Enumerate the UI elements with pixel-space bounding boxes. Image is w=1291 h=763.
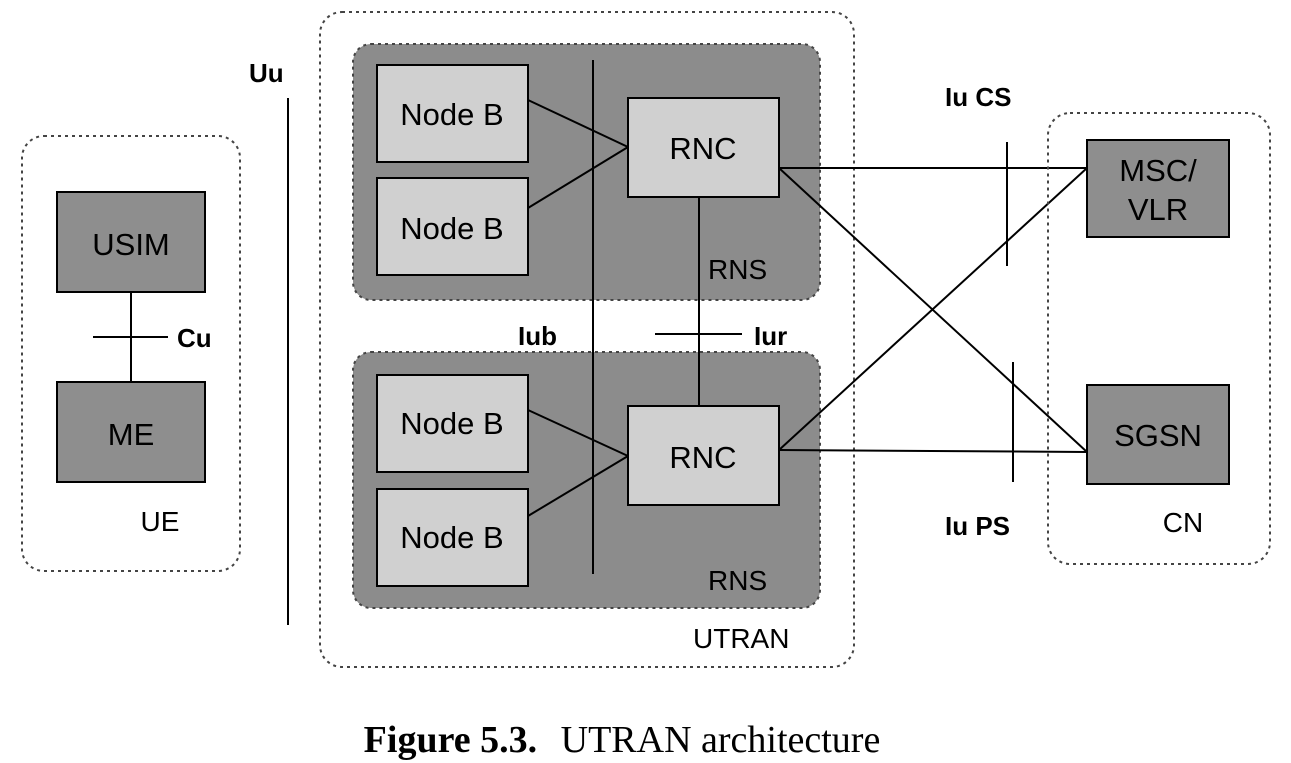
node-b-label: Node B xyxy=(400,97,503,132)
usim-label: USIM xyxy=(92,227,170,262)
iu-links: Iu CS Iu PS xyxy=(778,82,1088,541)
msc-vlr-box xyxy=(1086,139,1230,238)
figure-title: UTRAN architecture xyxy=(561,719,881,761)
msc-vlr-label-line2: VLR xyxy=(1128,192,1188,227)
rnc-box xyxy=(627,97,780,198)
iu-link xyxy=(778,167,1088,451)
sgsn-label: SGSN xyxy=(1114,418,1202,453)
cu-label: Cu xyxy=(177,323,212,353)
figure-number: Figure 5.3. xyxy=(364,719,537,761)
nodeb-rnc-link xyxy=(527,146,629,209)
msc-vlr-label-line1: MSC/ xyxy=(1119,153,1197,188)
figure-caption: Figure 5.3. UTRAN architecture xyxy=(364,719,881,761)
uu-label: Uu xyxy=(249,58,284,88)
sgsn-box xyxy=(1086,384,1230,485)
rns-top-label: RNS xyxy=(708,254,767,285)
node-b-label: Node B xyxy=(400,211,503,246)
nodeb-rnc-link xyxy=(527,99,629,148)
nodeb-rnc-link xyxy=(527,409,629,457)
nodeb-rnc-link xyxy=(527,455,629,517)
node-b-box xyxy=(376,64,529,163)
node-b-label: Node B xyxy=(400,520,503,555)
node-b-box xyxy=(376,488,529,587)
node-b-label: Node B xyxy=(400,406,503,441)
utran-boundary xyxy=(319,11,855,668)
iu-ps-label: Iu PS xyxy=(945,511,1010,541)
rnc-label: RNC xyxy=(669,440,736,475)
me-label: ME xyxy=(108,417,155,452)
cn-group: MSC/ VLR SGSN CN xyxy=(1047,112,1271,565)
iur-label: Iur xyxy=(754,321,787,351)
rnc-box xyxy=(627,405,780,506)
cn-label: CN xyxy=(1163,507,1203,538)
iu-link xyxy=(778,449,1088,453)
node-b-box xyxy=(376,177,529,276)
uu-interface: Uu xyxy=(249,58,289,625)
ue-boundary xyxy=(21,135,241,572)
cn-boundary xyxy=(1047,112,1271,565)
rns-bottom-label: RNS xyxy=(708,565,767,596)
ue-label: UE xyxy=(141,506,180,537)
iub-label: Iub xyxy=(518,321,557,351)
rnc-label: RNC xyxy=(669,131,736,166)
node-b-box xyxy=(376,374,529,473)
usim-box xyxy=(56,191,206,293)
me-box xyxy=(56,381,206,483)
iu-cs-label: Iu CS xyxy=(945,82,1011,112)
utran-label: UTRAN xyxy=(693,623,789,654)
utran-group: RNS RNS Iub Node B Node B Node B Node B … xyxy=(319,11,855,668)
ue-group: USIM Cu ME UE xyxy=(21,135,241,572)
